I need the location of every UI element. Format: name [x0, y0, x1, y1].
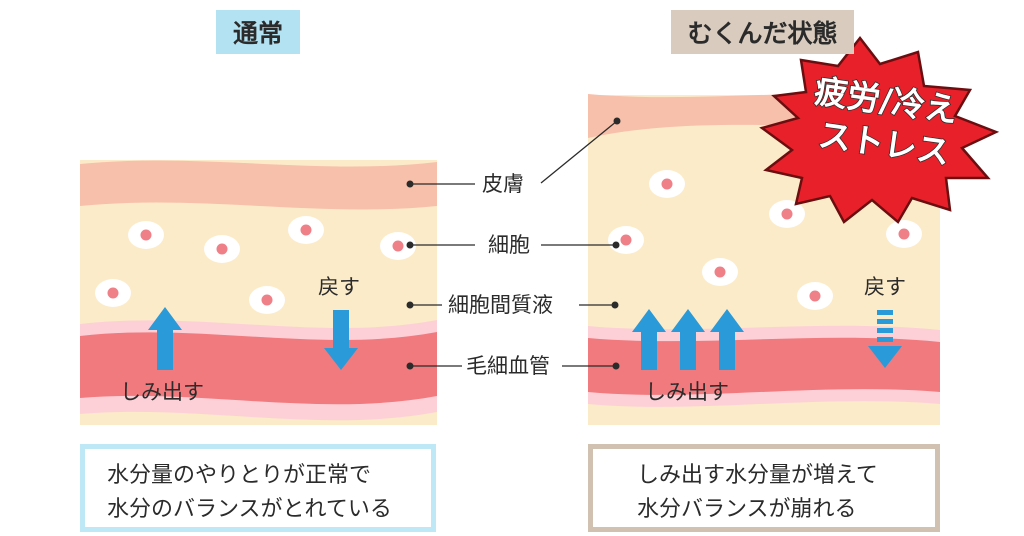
label-points	[406, 117, 621, 370]
cell	[380, 232, 416, 260]
capillary-label: 毛細血管	[466, 354, 550, 378]
swollen-capillary	[588, 337, 940, 395]
swollen-state-header: むくんだ状態	[671, 10, 854, 54]
up-arrow-icon	[710, 309, 744, 370]
up-arrow-icon	[632, 309, 666, 370]
cell	[797, 282, 833, 310]
burst-shape	[759, 35, 1000, 224]
dashed-down-arrow-icon	[868, 310, 902, 368]
normal-state-header: 通常	[216, 10, 300, 54]
swollen-caption-line2: 水分バランスが崩れる	[637, 497, 857, 522]
cell	[886, 220, 922, 248]
normal-return-label: 戻す	[318, 275, 360, 299]
swollen-seep-label: しみ出す	[645, 380, 729, 404]
cell	[204, 235, 240, 263]
cell	[288, 216, 324, 244]
down-arrow-icon	[324, 310, 358, 370]
cell	[249, 286, 285, 314]
swollen-caption: しみ出す水分量が増えて 水分バランスが崩れる	[588, 444, 940, 532]
cell	[128, 221, 164, 249]
normal-skin-layer	[80, 160, 437, 210]
cell	[702, 258, 738, 286]
label-leaders	[410, 120, 618, 367]
cell	[769, 200, 805, 228]
cell	[608, 226, 644, 254]
cell	[649, 170, 685, 198]
swollen-caption-line1: しみ出す水分量が増えて	[637, 463, 878, 488]
interstitial-fluid-label: 細胞間質液	[448, 293, 553, 317]
normal-caption-line2: 水分のバランスがとれている	[107, 497, 392, 522]
swollen-return-label: 戻す	[864, 275, 906, 299]
skin-label: 皮膚	[482, 172, 524, 196]
cell-label: 細胞	[488, 233, 530, 257]
up-arrow-icon	[148, 307, 182, 370]
up-arrow-icon	[671, 309, 705, 370]
stress-burst	[759, 35, 1000, 224]
cell	[95, 279, 131, 307]
normal-cells	[95, 216, 416, 314]
normal-caption-line1: 水分量のやりとりが正常で	[107, 463, 372, 488]
normal-caption: 水分量のやりとりが正常で 水分のバランスがとれている	[80, 444, 436, 532]
normal-seep-label: しみ出す	[120, 380, 204, 404]
